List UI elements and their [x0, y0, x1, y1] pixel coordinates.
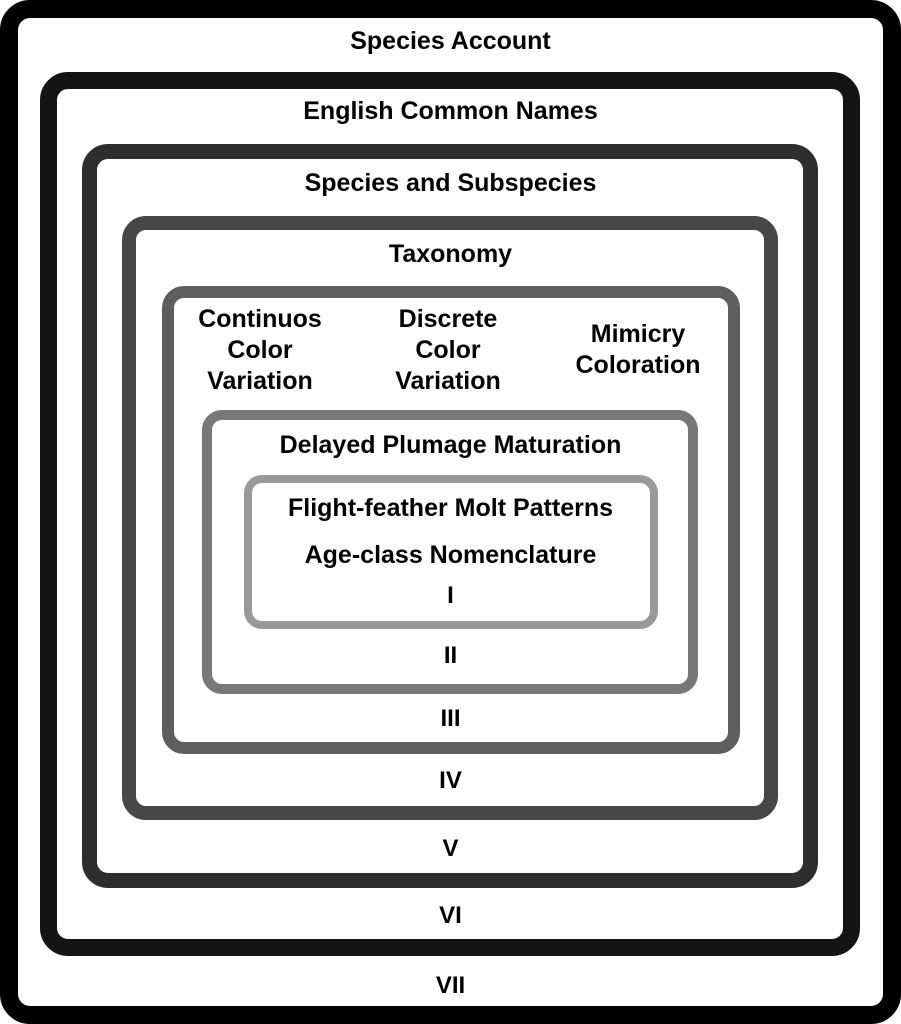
layer-iv-title: Taxonomy [388, 240, 513, 268]
layer-v-numeral: V [442, 835, 459, 862]
layer-i-title: Flight-feather Molt Patterns [287, 494, 613, 522]
layer-iii-item-discrete: Discrete Color Variation [395, 305, 501, 395]
layer-iv-numeral: IV [439, 767, 462, 794]
layer-iii-item-mimicry: Mimicry Coloration [575, 320, 701, 379]
layer-vi-title: English Common Names [303, 97, 598, 125]
layer-v-title: Species and Subspecies [304, 169, 597, 197]
layer-i-numeral: I [447, 582, 454, 609]
layer-vi-numeral: VI [439, 902, 462, 929]
layer-i-subtitle: Age-class Nomenclature [304, 541, 597, 569]
layer-ii-numeral: II [443, 642, 458, 669]
layer-ii-title: Delayed Plumage Maturation [279, 431, 622, 459]
layer-iii-item-continuous: Continuos Color Variation [198, 305, 322, 395]
layer-i-box [244, 475, 658, 629]
layer-iii-numeral: III [440, 705, 461, 732]
layer-vii-title: Species Account [350, 27, 551, 55]
layer-vii-numeral: VII [435, 972, 466, 999]
